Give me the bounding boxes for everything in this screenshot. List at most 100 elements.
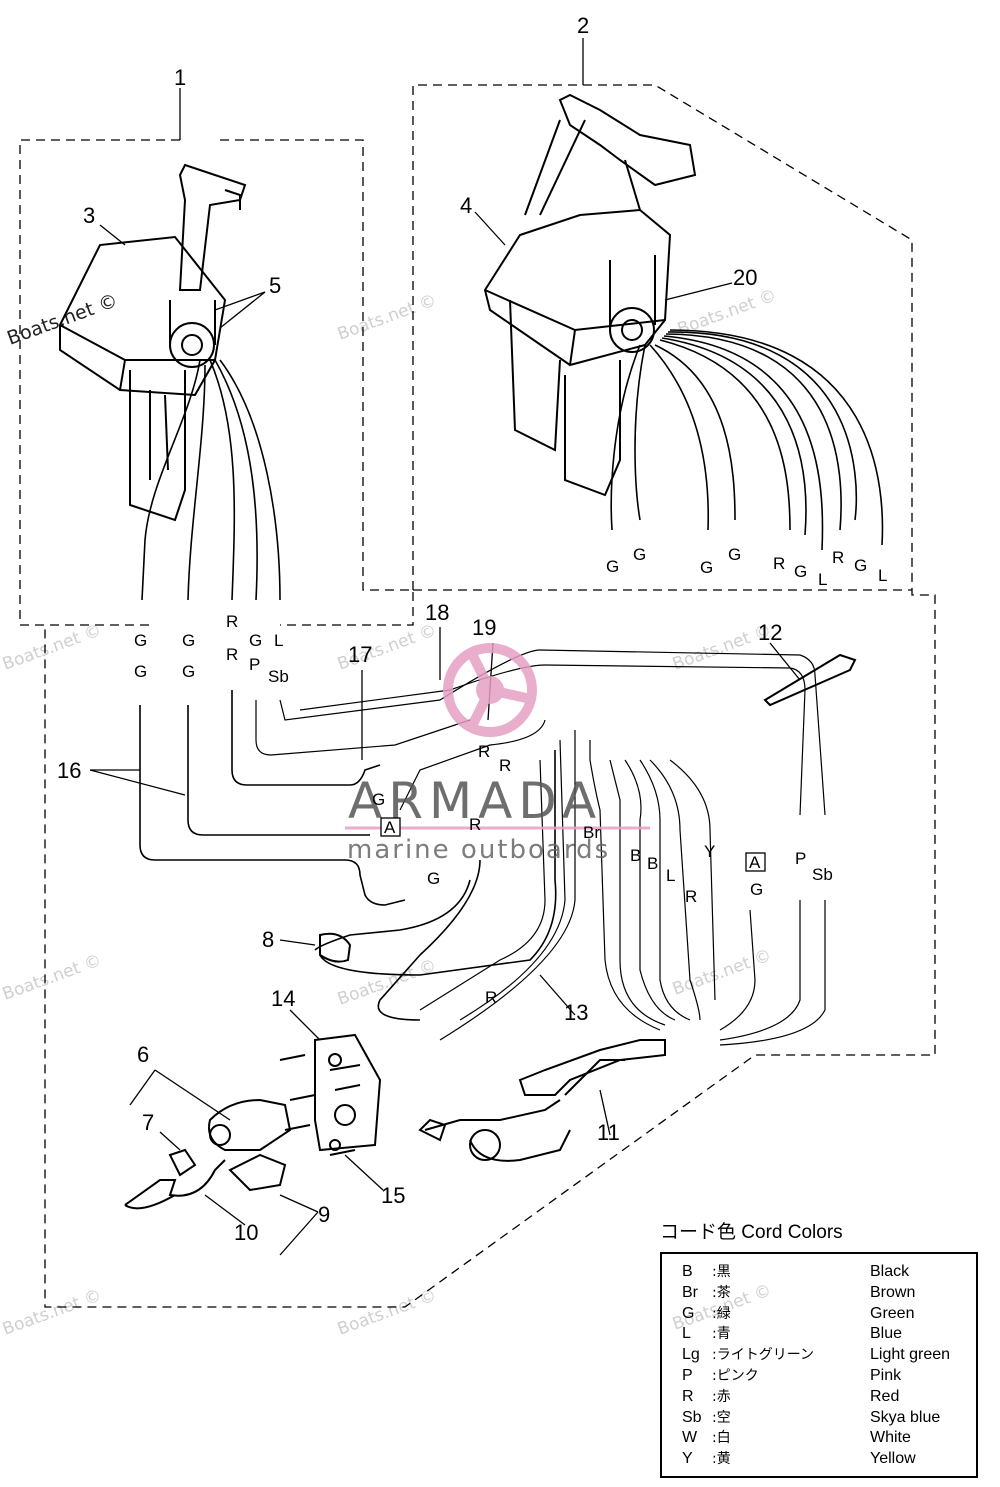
legend-row: R :赤 Red [662, 1387, 976, 1408]
svg-text:G: G [794, 562, 807, 581]
legend-code: P [682, 1366, 693, 1384]
svg-text:G: G [372, 790, 385, 809]
svg-text:L: L [274, 631, 283, 650]
wire-codes-harness: R R G R Br B B L Y R P Sb G G R A A [372, 742, 833, 1007]
legend-jp: :ピンク [712, 1367, 759, 1384]
legend-jp: :緑 [712, 1305, 731, 1322]
svg-text:Sb: Sb [812, 865, 833, 884]
callout-5: 5 [269, 273, 281, 298]
control-wires [141, 329, 884, 601]
callout-10: 10 [234, 1220, 258, 1245]
legend-jp: :白 [712, 1430, 731, 1447]
legend-row: L :青 Blue [662, 1324, 976, 1345]
svg-text:R: R [469, 815, 481, 834]
callout-16: 16 [57, 758, 81, 783]
svg-text:G: G [134, 662, 147, 681]
svg-text:R: R [226, 645, 238, 664]
svg-text:G: G [249, 631, 262, 650]
legend-jp: :赤 [712, 1388, 731, 1405]
callout-20: 20 [733, 265, 757, 290]
svg-text:A: A [384, 818, 396, 837]
svg-text:G: G [728, 545, 741, 564]
legend-row: Y :黄 Yellow [662, 1449, 976, 1470]
callout-19: 19 [472, 615, 496, 640]
callout-15: 15 [381, 1183, 405, 1208]
legend-en: Blue [870, 1325, 903, 1343]
callout-1: 1 [174, 65, 186, 90]
legend-code: Sb [682, 1408, 702, 1426]
callout-12: 12 [758, 620, 782, 645]
legend-en: Pink [870, 1366, 902, 1384]
legend-row: Br :茶 Brown [662, 1283, 976, 1304]
legend-en: Skya blue [870, 1408, 941, 1426]
callout-9: 9 [318, 1202, 330, 1227]
callout-2: 2 [577, 13, 589, 38]
callout-14: 14 [271, 986, 295, 1011]
legend-en: Black [870, 1263, 910, 1280]
legend-en: Red [870, 1387, 900, 1405]
legend-code: Y [682, 1450, 693, 1468]
svg-text:Y: Y [704, 842, 715, 861]
callout-11: 11 [597, 1120, 620, 1145]
svg-text:R: R [478, 742, 490, 761]
svg-text:G: G [606, 557, 619, 576]
callout-4: 4 [460, 193, 472, 218]
armada-sub: marine outboards [347, 835, 610, 865]
legend-code: R [682, 1387, 694, 1405]
svg-text:B: B [647, 854, 658, 873]
svg-text:P: P [249, 655, 260, 674]
legend-code: B [682, 1263, 693, 1280]
svg-text:G: G [182, 662, 195, 681]
legend-code: W [682, 1429, 698, 1447]
legend-jp: :黒 [712, 1264, 731, 1280]
svg-text:G: G [700, 558, 713, 577]
legend-jp: :青 [712, 1326, 731, 1343]
svg-text:R: R [499, 756, 511, 775]
legend-en: Green [870, 1304, 915, 1322]
leader-lines [89, 211, 801, 1256]
legend-jp: :空 [712, 1409, 731, 1426]
svg-text:Boats.net ©: Boats.net © [670, 945, 774, 999]
svg-text:R: R [485, 988, 497, 1007]
svg-text:G: G [427, 869, 440, 888]
svg-text:P: P [795, 849, 806, 868]
svg-text:Boats.net ©: Boats.net © [335, 1285, 439, 1339]
svg-text:Boats.net ©: Boats.net © [0, 950, 104, 1004]
svg-text:Boats.net ©: Boats.net © [0, 1285, 104, 1339]
legend-jp: :茶 [712, 1284, 731, 1301]
svg-text:L: L [818, 570, 827, 589]
svg-text:R: R [832, 548, 844, 567]
group-boundaries [19, 38, 936, 1308]
legend-code: L [682, 1325, 691, 1343]
legend-en: Brown [870, 1283, 916, 1301]
legend-title: コード色 Cord Colors [660, 1222, 843, 1243]
svg-text:G: G [134, 631, 147, 650]
legend-row: B :黒 Black [662, 1262, 976, 1283]
legend-jp: :黄 [712, 1451, 731, 1468]
svg-text:A: A [749, 853, 761, 872]
cable-tie [763, 653, 857, 707]
callout-13: 13 [564, 1000, 588, 1025]
legend-jp: :ライトグリーン [712, 1347, 815, 1364]
legend-row: G :緑 Green [662, 1304, 976, 1325]
legend-box: B :黒 Black Br :茶 Brown G :緑 Green L :青 Blue Lg :ラ… [660, 1252, 978, 1478]
svg-text:L: L [878, 566, 887, 585]
main-harness [139, 649, 826, 1162]
svg-text:R: R [226, 612, 238, 631]
callout-18: 18 [425, 600, 449, 625]
legend-en: Yellow [870, 1450, 916, 1468]
legend-code: Br [682, 1283, 698, 1301]
svg-text:Boats.net ©: Boats.net © [335, 290, 439, 344]
svg-text:G: G [750, 880, 763, 899]
svg-text:Boats.net ©: Boats.net © [0, 620, 104, 674]
legend-row: P :ピンク Pink [662, 1366, 976, 1387]
legend-code: G [682, 1304, 695, 1322]
legend-code: Lg [682, 1346, 700, 1364]
svg-text:R: R [685, 887, 697, 906]
callout-3: 3 [83, 203, 95, 228]
svg-text:G: G [633, 545, 646, 564]
ignition-parts [124, 932, 382, 1210]
